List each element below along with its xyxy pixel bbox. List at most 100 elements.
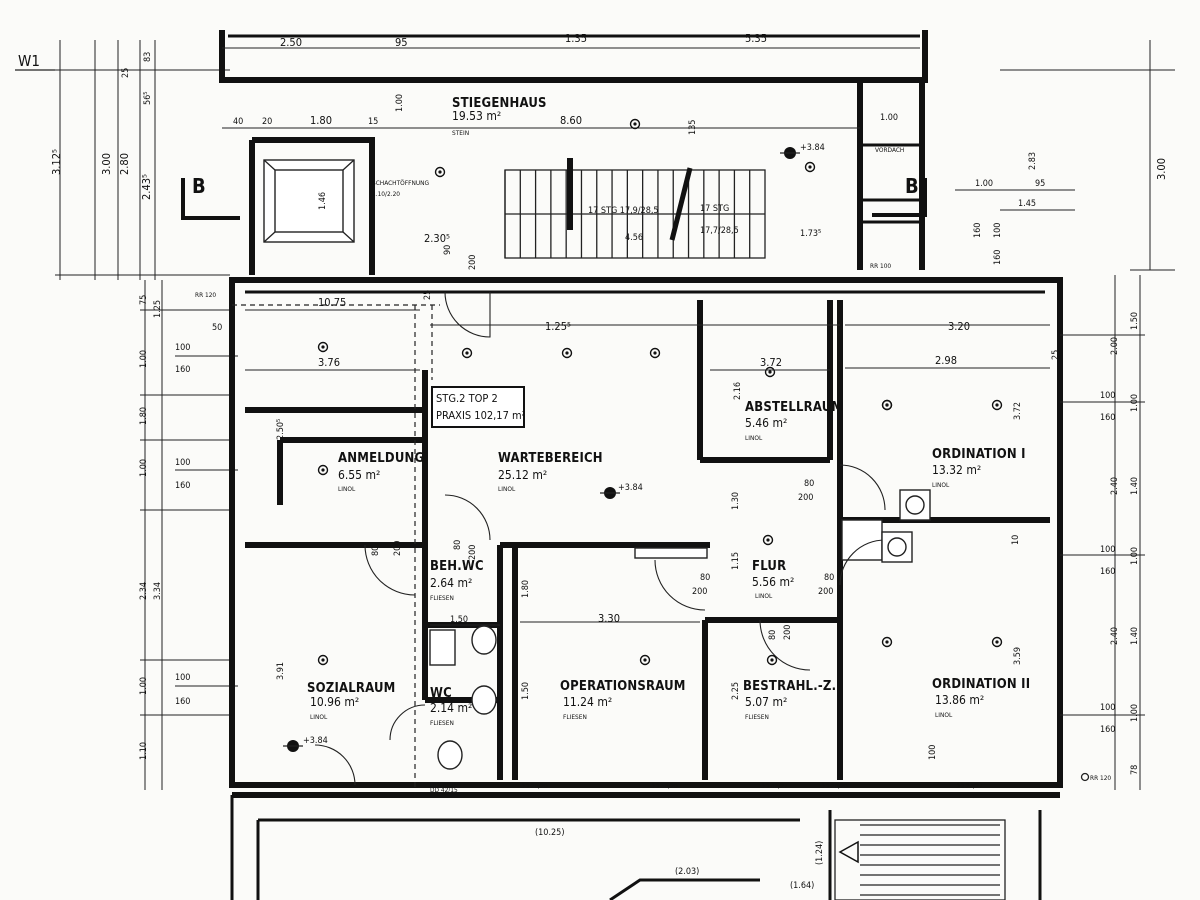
door-dim-14: 1.15 <box>731 552 741 570</box>
dim-left-11: 1.80 <box>139 407 149 425</box>
dim-left-3: 2.80 <box>118 153 131 175</box>
room-floor-ordination1: LINOL <box>932 481 950 489</box>
door-dim-1: 80 <box>371 546 381 556</box>
dim-left-13: 2.34 <box>139 582 149 600</box>
light-fixture-icon <box>629 118 641 130</box>
dim-top-8: 20 <box>262 117 272 127</box>
room-floor-ordination2: LINOL <box>935 711 953 719</box>
room-name-anmeldung: ANMELDUNG <box>338 451 424 466</box>
dim-top-5: 8.60 <box>560 114 582 127</box>
stair-width: 4.56 <box>625 233 643 243</box>
dim-right-19: 100 <box>993 223 1003 238</box>
dim-top-25: 2.50⁵ <box>276 419 286 440</box>
room-name-wartebereich: WARTEBEREICH <box>498 451 603 466</box>
dim-top-27: 3.30 <box>598 612 620 625</box>
room-floor-anmeldung: LINOL <box>338 485 356 493</box>
dim-top-17: 200 <box>468 255 478 270</box>
stairwell-block: 2.50 95 1.35 5.35 8.60 1.80 40 20 15 1.0… <box>219 30 1075 275</box>
section-marker-left: B <box>181 174 240 220</box>
door-dim-10: 200 <box>798 493 813 503</box>
room-area-sozialraum: 10.96 m² <box>310 695 359 709</box>
unit-label-line1: STG.2 TOP 2 <box>436 392 498 405</box>
room-operationsraum: OPERATIONSRAUM 11.24 m² FLIESEN <box>560 679 685 721</box>
door-dim-8: 200 <box>818 587 833 597</box>
bottom-label-a: (10.25) <box>535 828 565 838</box>
section-label-left: B <box>192 174 206 198</box>
room-sozialraum: SOZIALRAUM 10.96 m² LINOL <box>307 681 396 721</box>
dim-top-33: 1.50 <box>521 682 531 700</box>
dim-left-5: 83 <box>143 52 153 62</box>
bottom-dim-4: DD 27/27 <box>955 782 983 790</box>
dim-right-2: 2.83 <box>1028 152 1038 170</box>
dim-top-13: 1.00 <box>975 179 993 189</box>
dim-top-21: 3.76 <box>318 356 340 369</box>
elevation-social: +3.84 <box>303 736 328 746</box>
dim-top-20: 3.20 <box>948 320 970 333</box>
room-floor-wartebereich: LINOL <box>498 485 516 493</box>
light-fixture-icon <box>317 341 329 353</box>
room-abstellraum: ABSTELLRAUM 5.46 m² LINOL <box>745 400 843 442</box>
light-fixture-icon <box>434 166 446 178</box>
rr100-label: RR 100 <box>870 262 891 270</box>
room-name-wc: WC <box>430 686 452 701</box>
room-area-flur: 5.56 m² <box>752 575 794 589</box>
washbasin-icon <box>429 629 456 666</box>
dim-top-9: 15 <box>368 117 378 127</box>
vordach-label: VORDACH <box>875 146 904 154</box>
room-area-behwc: 2.64 m² <box>430 576 472 590</box>
dim-left-15: 1.00 <box>139 677 149 695</box>
door-dim-3: 80 <box>453 540 463 550</box>
bottom-dim-3: DD 42/27 <box>760 782 788 790</box>
axis-marker-w1: W1 <box>15 52 55 71</box>
dim-top-3: 1.35 <box>565 32 587 45</box>
dim-top-7: 40 <box>233 117 243 127</box>
light-fixture-icon <box>762 534 774 546</box>
practice-unit: ANMELDUNG 6.55 m² LINOL WARTEBEREICH 25.… <box>195 118 1111 790</box>
bottom-dim-6: DD 20/20 <box>820 782 848 790</box>
bottom-dim-2: DD 56/20 <box>650 782 678 790</box>
dim-left-6: 56⁵ <box>143 91 153 105</box>
dim-top-22: 2.98 <box>935 354 957 367</box>
dim-right-7: 1.40 <box>1130 477 1140 495</box>
door-dim-2: 200 <box>393 541 403 556</box>
door-dim-9: 80 <box>804 479 814 489</box>
dim-left-20: 100 <box>175 458 190 468</box>
room-floor-behwc: FLIESEN <box>430 594 454 602</box>
light-fixture-icon <box>881 636 893 648</box>
room-floor-abstellraum: LINOL <box>745 434 763 442</box>
bottom-dim-1: DD 20/20 <box>520 782 548 790</box>
room-floor-wc: FLIESEN <box>430 719 454 727</box>
dim-top-28: 3.59 <box>1013 647 1023 665</box>
room-beh-wc: BEH.WC 2.64 m² FLIESEN <box>430 559 484 602</box>
dim-right-11: 1.00 <box>1130 704 1140 722</box>
dim-right-13: 100 <box>1100 391 1115 401</box>
washbasin-icon <box>437 740 463 770</box>
room-anmeldung: ANMELDUNG 6.55 m² LINOL <box>338 451 424 493</box>
dim-top-1: 2.50 <box>280 36 302 49</box>
dim-right-4: 2.00 <box>1110 337 1120 355</box>
elevation-top: +3.84 <box>800 143 825 153</box>
dim-right-20: 160 <box>973 223 983 238</box>
light-fixture-icon <box>639 654 651 666</box>
room-name-sozialraum: SOZIALRAUM <box>307 681 396 696</box>
dim-right-22: 100 <box>928 745 938 760</box>
bottom-label-d: (1.24) <box>815 841 825 865</box>
light-fixture-icon <box>461 347 473 359</box>
dim-right-12: 78 <box>1130 765 1140 775</box>
door-dim-7: 80 <box>824 573 834 583</box>
room-wc: WC 2.14 m² FLIESEN <box>430 686 472 727</box>
shaft-opening-size: 1.10/2.20 <box>372 190 400 198</box>
dim-left-8: 1.25 <box>153 300 163 318</box>
light-fixture-icon <box>991 399 1003 411</box>
room-floor-flur: LINOL <box>755 592 773 600</box>
section-label-right: B <box>905 174 919 198</box>
dim-top-16: 90 <box>443 245 453 255</box>
door-dim-6: 200 <box>692 587 707 597</box>
dim-top-18: 1.25⁵ <box>545 320 571 333</box>
axis-label-w1: W1 <box>18 52 40 70</box>
dim-right-10: 1.40 <box>1130 627 1140 645</box>
unit-label-box: STG.2 TOP 2 PRAXIS 102,17 m² <box>431 386 526 428</box>
dim-left-19: 160 <box>175 365 190 375</box>
elevation-marker-waiting: +3.84 <box>600 483 643 499</box>
